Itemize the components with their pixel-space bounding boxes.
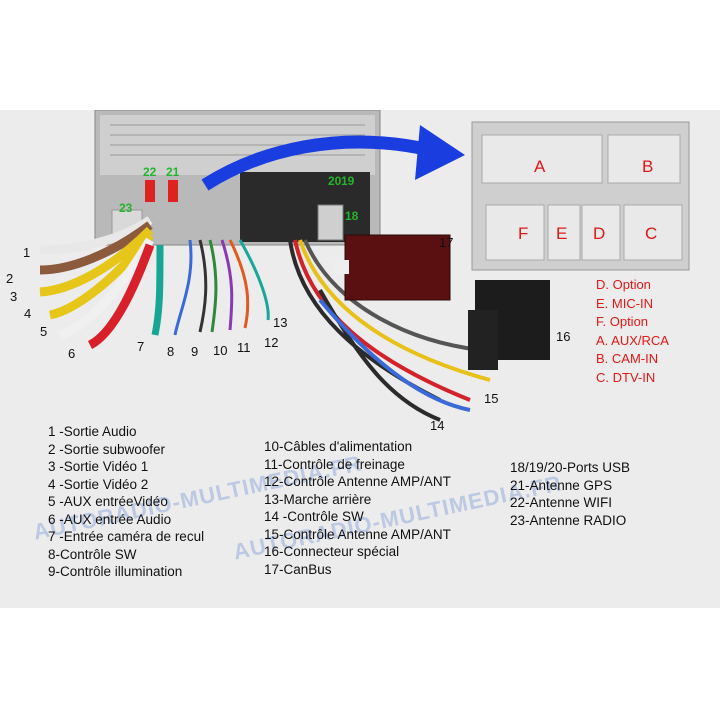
option-b-label: B. CAM-IN [596,351,659,366]
option-f-label: F. Option [596,314,649,329]
socket-e [547,204,581,261]
legend-item-7: 7 -Entrée caméra de recul [48,529,205,544]
connector-letter-a: A [534,157,546,176]
connector-letter-e: E [556,224,568,243]
pointer-arrow [201,135,432,191]
callout-13: 13 [273,315,288,330]
wiring-diagram: A B F E D C D. Option E. MIC-IN F. Optio… [0,110,720,608]
connector-letter-c: C [645,224,658,243]
socket-b [607,134,681,184]
legend-item-15: 15-Contrôle Antenne AMP/ANT [264,526,451,542]
callout-15: 15 [484,391,499,406]
legend-item-13: 13-Marche arrière [264,491,372,507]
callout-7: 7 [137,339,145,354]
socket-f [485,204,545,261]
legend-item-8: 8-Contrôle SW [48,546,137,562]
callout-14: 14 [430,418,445,433]
harness-bundle [288,239,491,422]
callout-9: 9 [191,344,199,359]
legend-item-5: 5 -AUX entréeVidéo [48,494,168,509]
socket-c [623,204,683,261]
option-d-label: D. Option [596,277,651,292]
callout-19: 19 [341,174,355,188]
legend-item-3: 3 -Sortie Vidéo 1 [48,459,149,474]
legend-item-10: 10-Câbles d'alimentation [264,439,413,454]
canbus-box [344,234,451,301]
callout-3: 3 [10,289,18,304]
legend-item-12: 12-Contrôle Antenne AMP/ANT [264,474,451,489]
wifi-connector [168,180,178,202]
legend-item-18-20: 18/19/20-Ports USB [510,460,631,475]
callout-21: 21 [166,165,180,179]
legend-item-21: 21-Antenne GPS [510,477,613,493]
legend-item-14: 14 -Contrôle SW [264,509,364,524]
socket-d [581,204,621,261]
legend-item-4: 4 -Sortie Vidéo 2 [48,476,149,492]
callout-16: 16 [556,329,571,344]
connector-letter-b: B [642,157,654,176]
option-e-label: E. MIC-IN [596,295,654,311]
callout-17: 17 [439,235,454,250]
callout-20: 20 [328,174,342,188]
rca-cables [39,216,164,350]
gps-connector [145,180,155,202]
legend-item-6: 6 -AUX entrée Audio [48,511,172,527]
canbus-plug [335,260,349,274]
thin-wires [173,239,270,336]
callout-12: 12 [264,335,279,350]
callout-1: 1 [23,245,31,260]
callout-4: 4 [24,306,32,321]
legend-item-17: 17-CanBus [264,561,332,577]
legend-item-11: 11-Contrôle de freinage [264,456,405,472]
callout-5: 5 [40,324,48,339]
callout-23: 23 [119,201,133,215]
callout-22: 22 [143,165,157,179]
legend-item-23: 23-Antenne RADIO [510,512,627,528]
callout-8: 8 [167,344,175,359]
callout-6: 6 [68,346,76,361]
legend-item-22: 22-Antenne WIFI [510,495,613,510]
callout-11: 11 [237,340,251,355]
main-harness-socket [240,172,370,242]
legend-item-2: 2 -Sortie subwoofer [48,441,166,457]
legend-item-1: 1 -Sortie Audio [48,424,137,439]
wiring-illustration [39,110,690,422]
legend-item-16: 16-Connecteur spécial [264,544,400,559]
callout-10: 10 [213,343,228,358]
pointer-arrowhead [415,125,465,180]
option-c-label: C. DTV-IN [596,369,656,385]
callout-18: 18 [345,209,359,223]
option-a-label: A. AUX/RCA [596,332,669,348]
usb-ports [317,204,344,241]
legend-item-9: 9-Contrôle illumination [48,564,183,579]
connector-letter-d: D [593,224,606,243]
special-connector-plug [468,310,498,370]
connector-letter-f: F [518,224,529,243]
callout-2: 2 [6,271,14,286]
socket-a [481,134,603,184]
